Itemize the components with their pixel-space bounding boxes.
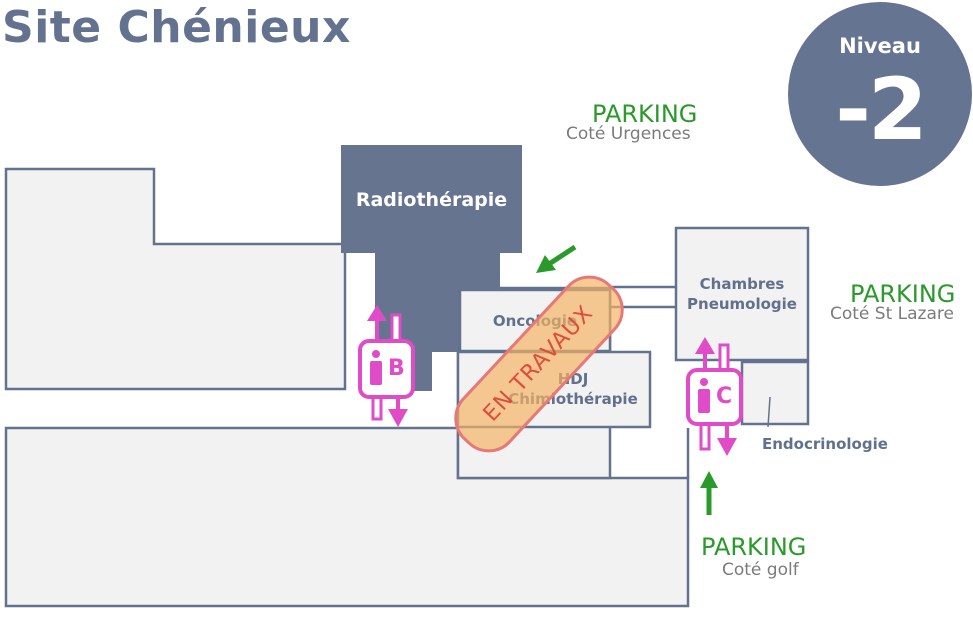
level-label: Niveau: [839, 34, 921, 58]
arrow-parking-golf-icon: [700, 471, 718, 515]
label-radiotherapie: Radiothérapie: [355, 189, 508, 211]
building-chambres: [674, 226, 810, 362]
label-pneumologie: Pneumologie: [687, 295, 797, 313]
arrow-parking-urgences-icon: [536, 244, 577, 273]
label-endocrinologie: Endocrinologie: [762, 435, 888, 453]
elevator-b-label: B: [388, 356, 405, 381]
level-number: -2: [835, 60, 928, 160]
parking-st-lazare-subtitle: Coté St Lazare: [830, 304, 954, 324]
elevator-c-label: C: [716, 384, 733, 409]
building-radiotherapie: [341, 145, 522, 391]
parking-urgences-subtitle: Coté Urgences: [566, 124, 691, 144]
elevator-b-icon: [358, 305, 415, 427]
parking-urgences-title: PARKING: [592, 100, 698, 128]
parking-st-lazare-title: PARKING: [850, 280, 956, 308]
room-endocrinologie: [740, 360, 810, 426]
elevator-c-icon: [686, 337, 743, 456]
parking-golf-title: PARKING: [701, 533, 807, 561]
parking-golf-subtitle: Coté golf: [722, 560, 799, 580]
page-title: Site Chénieux: [2, 2, 351, 53]
level-badge: Niveau -2: [788, 2, 972, 186]
building-left-upper: [4, 167, 347, 391]
label-chambres: Chambres: [699, 275, 785, 293]
